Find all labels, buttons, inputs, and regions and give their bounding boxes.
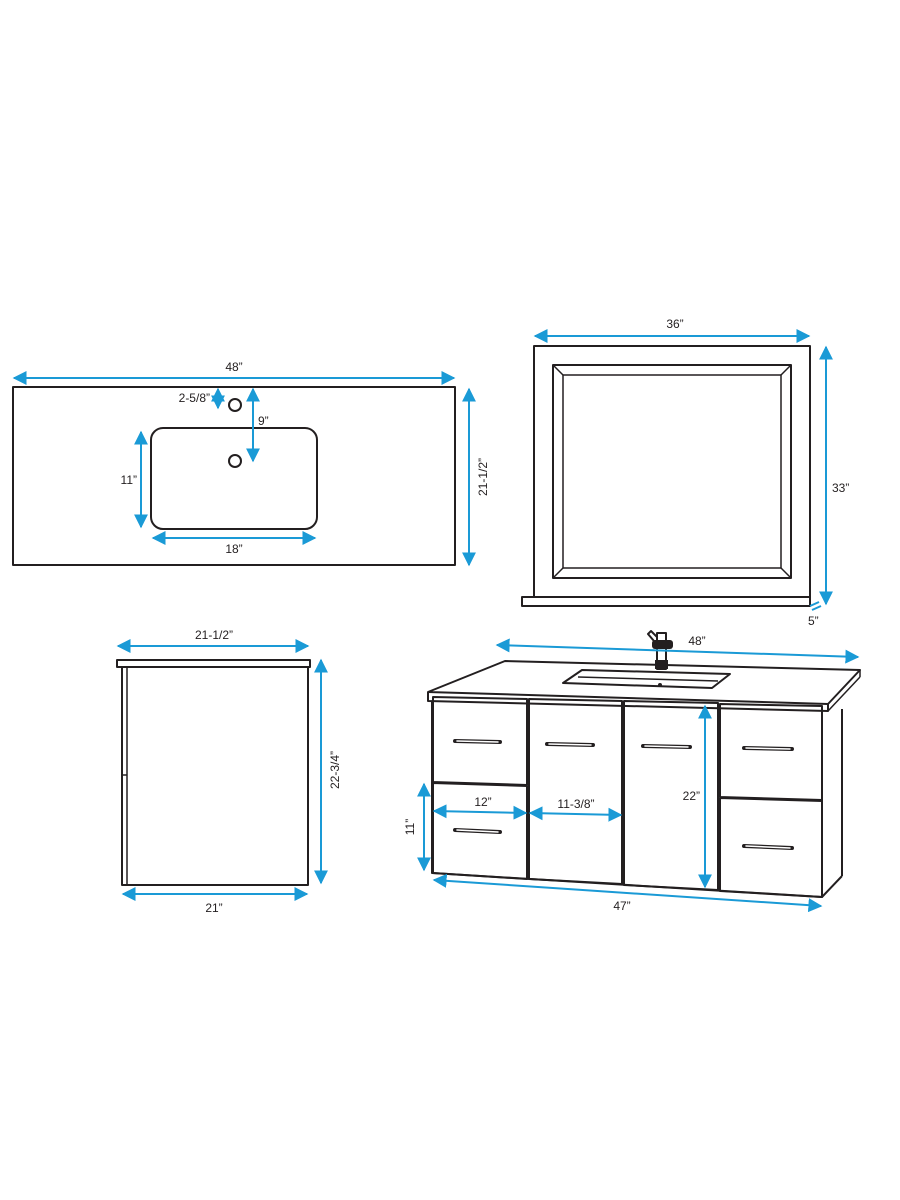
handles xyxy=(453,739,794,850)
front-sink-rim xyxy=(577,676,719,682)
mirror-frame-outline xyxy=(533,345,811,598)
shelf-depth-label: 5” xyxy=(808,614,819,628)
front-base-width-dimension xyxy=(432,873,823,913)
drain-hole xyxy=(228,454,242,468)
front-sink-outline xyxy=(562,669,731,689)
sink-bowl-outline xyxy=(150,427,318,530)
countertop-width-label: 48” xyxy=(225,360,242,374)
mirror-height-label: 33” xyxy=(832,481,849,495)
front-height-label: 22” xyxy=(683,789,700,803)
mirror-glass-outline xyxy=(552,364,792,579)
front-view: 48” 22” 11” 12” 11-3/8” 47” xyxy=(403,630,861,913)
front-countertop-edge xyxy=(427,692,829,712)
front-sink-drain xyxy=(658,683,662,687)
front-top-width-label: 48” xyxy=(688,634,705,648)
side-cabinet-body xyxy=(121,666,309,886)
mirror-bevel-tl xyxy=(552,364,564,376)
countertop-outline xyxy=(12,386,456,566)
drawer-width-dimension xyxy=(432,804,528,820)
countertop-depth-label: 21-1/2” xyxy=(476,458,490,496)
side-height-label: 22-3/4” xyxy=(328,751,342,789)
side-top-slab xyxy=(116,659,311,668)
shelf-depth-tick xyxy=(809,601,820,607)
drawer-top-right xyxy=(719,703,823,801)
drawer-width-label: 12” xyxy=(474,795,491,809)
front-base-width-label: 47” xyxy=(613,899,630,913)
sink-width-label: 18” xyxy=(225,542,242,556)
mirror-bevel-tr xyxy=(780,364,792,376)
door-right-center xyxy=(623,700,719,891)
shelf-depth-tick-2 xyxy=(811,605,822,611)
side-top-depth-label: 21-1/2” xyxy=(195,628,233,642)
door-width-dimension xyxy=(528,806,623,822)
hole-spacing-label: 9” xyxy=(258,414,269,428)
drawer-height-label: 11” xyxy=(403,819,417,835)
mirror-shelf xyxy=(521,596,811,607)
front-top-width-dimension xyxy=(495,638,860,664)
mirror-bevel-bl xyxy=(552,567,564,579)
mirror-bevel-br xyxy=(780,567,792,579)
door-left-center xyxy=(528,698,623,885)
faucet-offset-label: 2-5/8” xyxy=(179,391,210,405)
sink-depth-label: 11” xyxy=(121,473,137,487)
mirror-width-label: 36” xyxy=(666,317,683,331)
faucet-hole xyxy=(228,398,242,412)
front-countertop-side-edge xyxy=(827,676,861,712)
side-base-depth-label: 21” xyxy=(205,901,222,915)
countertop-top-view: 48” 21-1/2” 2-5/8” 9” 11” 18” xyxy=(12,360,490,567)
front-cabinet-side-bottom xyxy=(821,875,843,898)
door-width-label: 11-3/8” xyxy=(557,797,594,811)
mirror-view: 36” 33” 5” xyxy=(521,317,849,628)
mirror-inner-bevel xyxy=(562,374,782,569)
side-view: 21-1/2” 22-3/4” 21” xyxy=(116,628,342,915)
